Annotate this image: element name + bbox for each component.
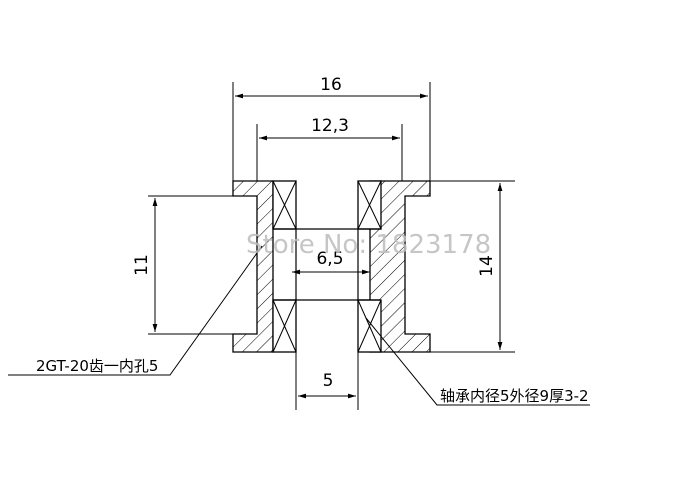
dim-inner-height: 11: [132, 254, 152, 276]
left-body-section: [232, 180, 274, 353]
bearing-callout: 轴承内径5外径9厚3-2: [440, 387, 589, 405]
bearing-bottom-left: [272, 299, 297, 353]
bearing-top-right: [357, 180, 382, 230]
dim-bearing-span: 12,3: [311, 116, 349, 136]
pulley-callout: 2GT-20齿一内孔5: [36, 357, 158, 375]
dim-bore: 6,5: [316, 249, 343, 269]
bearing-bottom-right: [357, 299, 382, 353]
store-watermark: Store No: 1823178: [246, 230, 491, 260]
dim-overall-height: 14: [477, 255, 497, 277]
dim-outer-width: 16: [320, 75, 342, 95]
dim-bottom-width: 5: [323, 371, 334, 391]
bearing-top-left: [272, 180, 297, 230]
right-body-section: [369, 180, 431, 353]
pulley-leader-line: [8, 245, 263, 376]
bearing-leader-line: [365, 317, 590, 406]
